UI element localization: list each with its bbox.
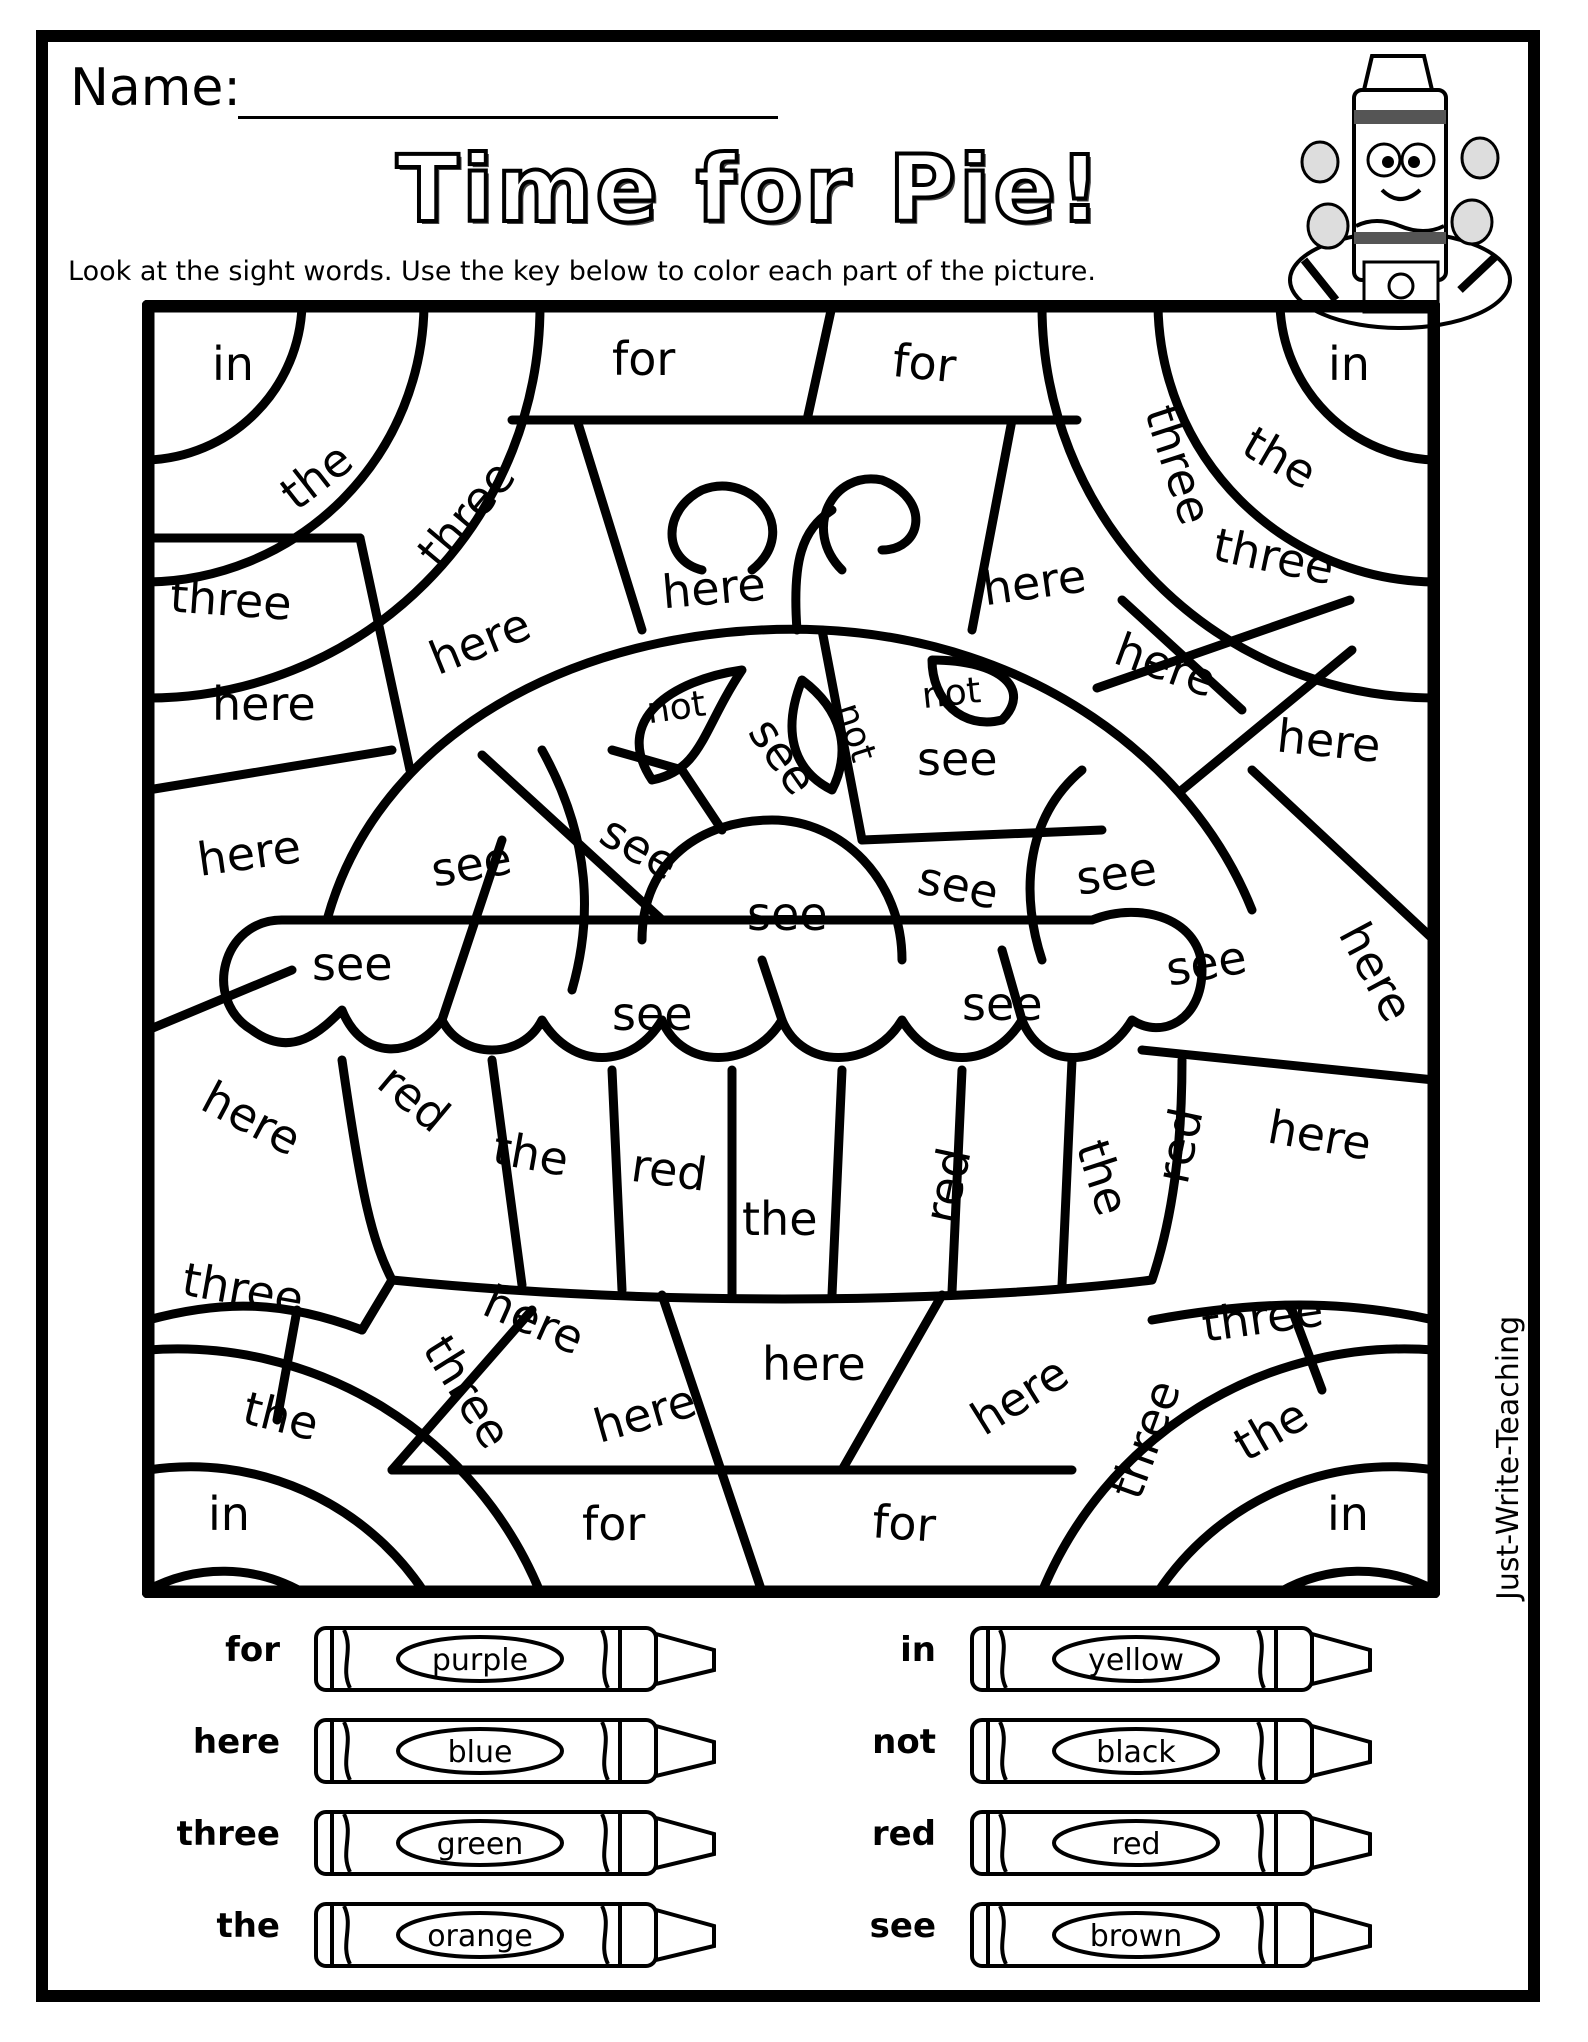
picture-word: here	[660, 557, 768, 620]
instructions: Look at the sight words. Use the key bel…	[68, 256, 1097, 287]
picture-word: here	[762, 1337, 866, 1391]
crayon-icon: brown	[970, 1902, 1372, 1968]
crayon-icon: blue	[314, 1718, 716, 1784]
picture-word: here	[212, 677, 316, 731]
picture-word: three	[168, 568, 293, 630]
picture-word: see	[612, 987, 693, 1041]
picture-word: see	[427, 830, 516, 897]
picture-word: see	[591, 804, 688, 891]
crayon-mascot-icon	[1288, 54, 1512, 330]
key-word: see	[869, 1906, 936, 1946]
picture-word: red	[1145, 1103, 1213, 1188]
key-word: red	[871, 1814, 936, 1854]
picture-word: see	[1162, 930, 1251, 997]
picture-word: not	[827, 698, 884, 767]
picture-word: here	[193, 1070, 310, 1166]
picture-word: for	[612, 332, 675, 386]
crayon-color-label: red	[1111, 1827, 1160, 1862]
picture-word: in	[1327, 1487, 1369, 1541]
crayon-color-label: orange	[427, 1919, 533, 1954]
picture-word: see	[962, 977, 1043, 1031]
crayon-icon: purple	[314, 1626, 716, 1692]
key-word: the	[216, 1906, 280, 1946]
picture-word: not	[644, 683, 708, 732]
name-field[interactable]	[238, 116, 778, 119]
picture-word: the	[1234, 415, 1326, 500]
color-by-word-picture: in the three three for for in the three …	[142, 300, 1440, 1598]
picture-word: in	[1328, 337, 1370, 391]
crayon-icon: black	[970, 1718, 1372, 1784]
picture-word: the	[270, 432, 363, 521]
crayon-color-label: blue	[448, 1735, 513, 1770]
picture-word: here	[588, 1373, 703, 1453]
picture-word: the	[489, 1121, 573, 1187]
picture-word: here	[194, 819, 304, 887]
crayon-icon: orange	[314, 1902, 716, 1968]
crayon-icon: red	[970, 1810, 1372, 1876]
picture-word: red	[368, 1053, 460, 1143]
credit-label: Just-Write-Teaching	[1491, 1316, 1526, 1602]
picture-word: here	[961, 1345, 1078, 1446]
picture-word: here	[1264, 1100, 1375, 1171]
key-word: three	[176, 1814, 280, 1854]
key-word: not	[872, 1722, 936, 1762]
picture-word: in	[208, 1487, 250, 1541]
picture-word: for	[871, 1494, 938, 1552]
page-border	[36, 30, 1540, 2002]
picture-word: three	[178, 1252, 307, 1326]
picture-word: the	[1225, 1387, 1317, 1472]
picture-word: three	[1099, 1373, 1191, 1506]
picture-word: the	[238, 1381, 324, 1452]
picture-word: here	[979, 548, 1089, 616]
picture-word: see	[1073, 841, 1160, 906]
picture-word: see	[913, 850, 1003, 920]
crayon-icon: green	[314, 1810, 716, 1876]
picture-word: see	[747, 887, 828, 941]
picture-word: see	[917, 732, 998, 786]
picture-word: the	[742, 1192, 818, 1246]
page-title: Time for Pie!	[394, 134, 1104, 245]
picture-word: for	[890, 333, 959, 393]
name-label: Name:	[70, 58, 241, 118]
key-word: in	[900, 1630, 936, 1670]
picture-word: the	[1065, 1133, 1140, 1221]
picture-word: see	[738, 707, 828, 804]
crayon-color-label: black	[1096, 1735, 1176, 1770]
picture-word: red	[913, 1143, 981, 1228]
crayon-color-label: green	[437, 1827, 524, 1862]
picture-word: see	[312, 937, 393, 991]
crayon-icon: yellow	[970, 1626, 1372, 1692]
picture-word: for	[582, 1497, 645, 1551]
picture-word: in	[212, 337, 254, 391]
picture-word: here	[422, 597, 538, 686]
key-word: for	[225, 1630, 280, 1670]
key-word: here	[192, 1722, 280, 1762]
picture-word: red	[628, 1138, 710, 1202]
picture-word: here	[1274, 708, 1383, 773]
crayon-color-label: brown	[1090, 1919, 1183, 1954]
credit-text: Just-Write-Teaching	[1491, 1316, 1526, 1602]
picture-word: here	[1328, 913, 1424, 1030]
picture-word: three	[1209, 517, 1339, 595]
crayon-color-label: yellow	[1088, 1643, 1184, 1678]
picture-word: not	[920, 670, 983, 717]
crayon-color-label: purple	[432, 1643, 528, 1678]
